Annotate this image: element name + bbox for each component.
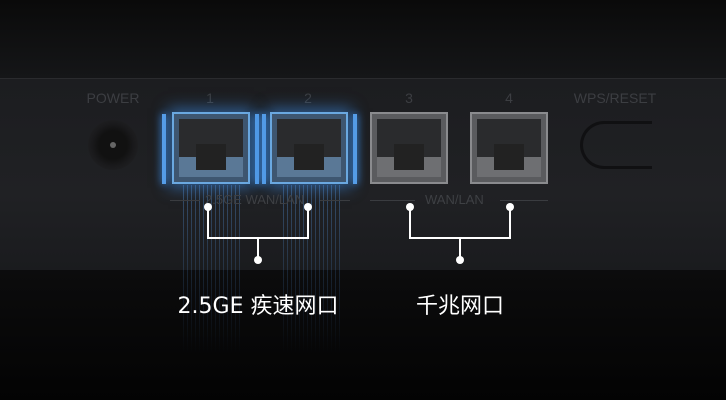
divider — [500, 200, 548, 201]
caption-fast-ports: 2.5GE 疾速网口 — [177, 294, 339, 319]
highlight-bar — [255, 114, 259, 184]
highlight-bar — [262, 114, 266, 184]
router-back-panel — [0, 78, 726, 271]
power-label: POWER — [86, 90, 140, 106]
ethernet-port-1 — [172, 112, 250, 184]
wps-reset-label: WPS/RESET — [573, 90, 657, 106]
bracket-line — [509, 207, 511, 238]
port-2-label: 2 — [304, 90, 312, 106]
group-label-fast: 2.5GE WAN/LAN — [205, 192, 305, 207]
divider — [170, 200, 200, 201]
port-1-label: 1 — [206, 90, 214, 106]
bracket-line — [207, 207, 209, 238]
light-streak — [180, 185, 240, 355]
light-streak — [280, 185, 340, 355]
bracket-dot — [456, 256, 464, 264]
bracket-line — [409, 207, 411, 238]
background-bottom — [0, 270, 726, 400]
ethernet-port-4 — [470, 112, 548, 184]
caption-gigabit-ports: 千兆网口 — [415, 294, 504, 319]
divider — [320, 200, 350, 201]
bracket-line — [307, 207, 309, 238]
highlight-bar — [353, 114, 357, 184]
port-3-label: 3 — [405, 90, 413, 106]
background-top — [0, 0, 726, 78]
divider — [370, 200, 415, 201]
power-jack — [88, 120, 138, 170]
highlight-bar — [162, 114, 166, 184]
bracket-line — [257, 237, 259, 259]
bracket-dot — [254, 256, 262, 264]
group-label-gigabit: WAN/LAN — [425, 192, 484, 207]
bracket-line — [459, 237, 461, 259]
wps-reset-button — [580, 121, 652, 169]
port-4-label: 4 — [505, 90, 513, 106]
ethernet-port-2 — [270, 112, 348, 184]
ethernet-port-3 — [370, 112, 448, 184]
